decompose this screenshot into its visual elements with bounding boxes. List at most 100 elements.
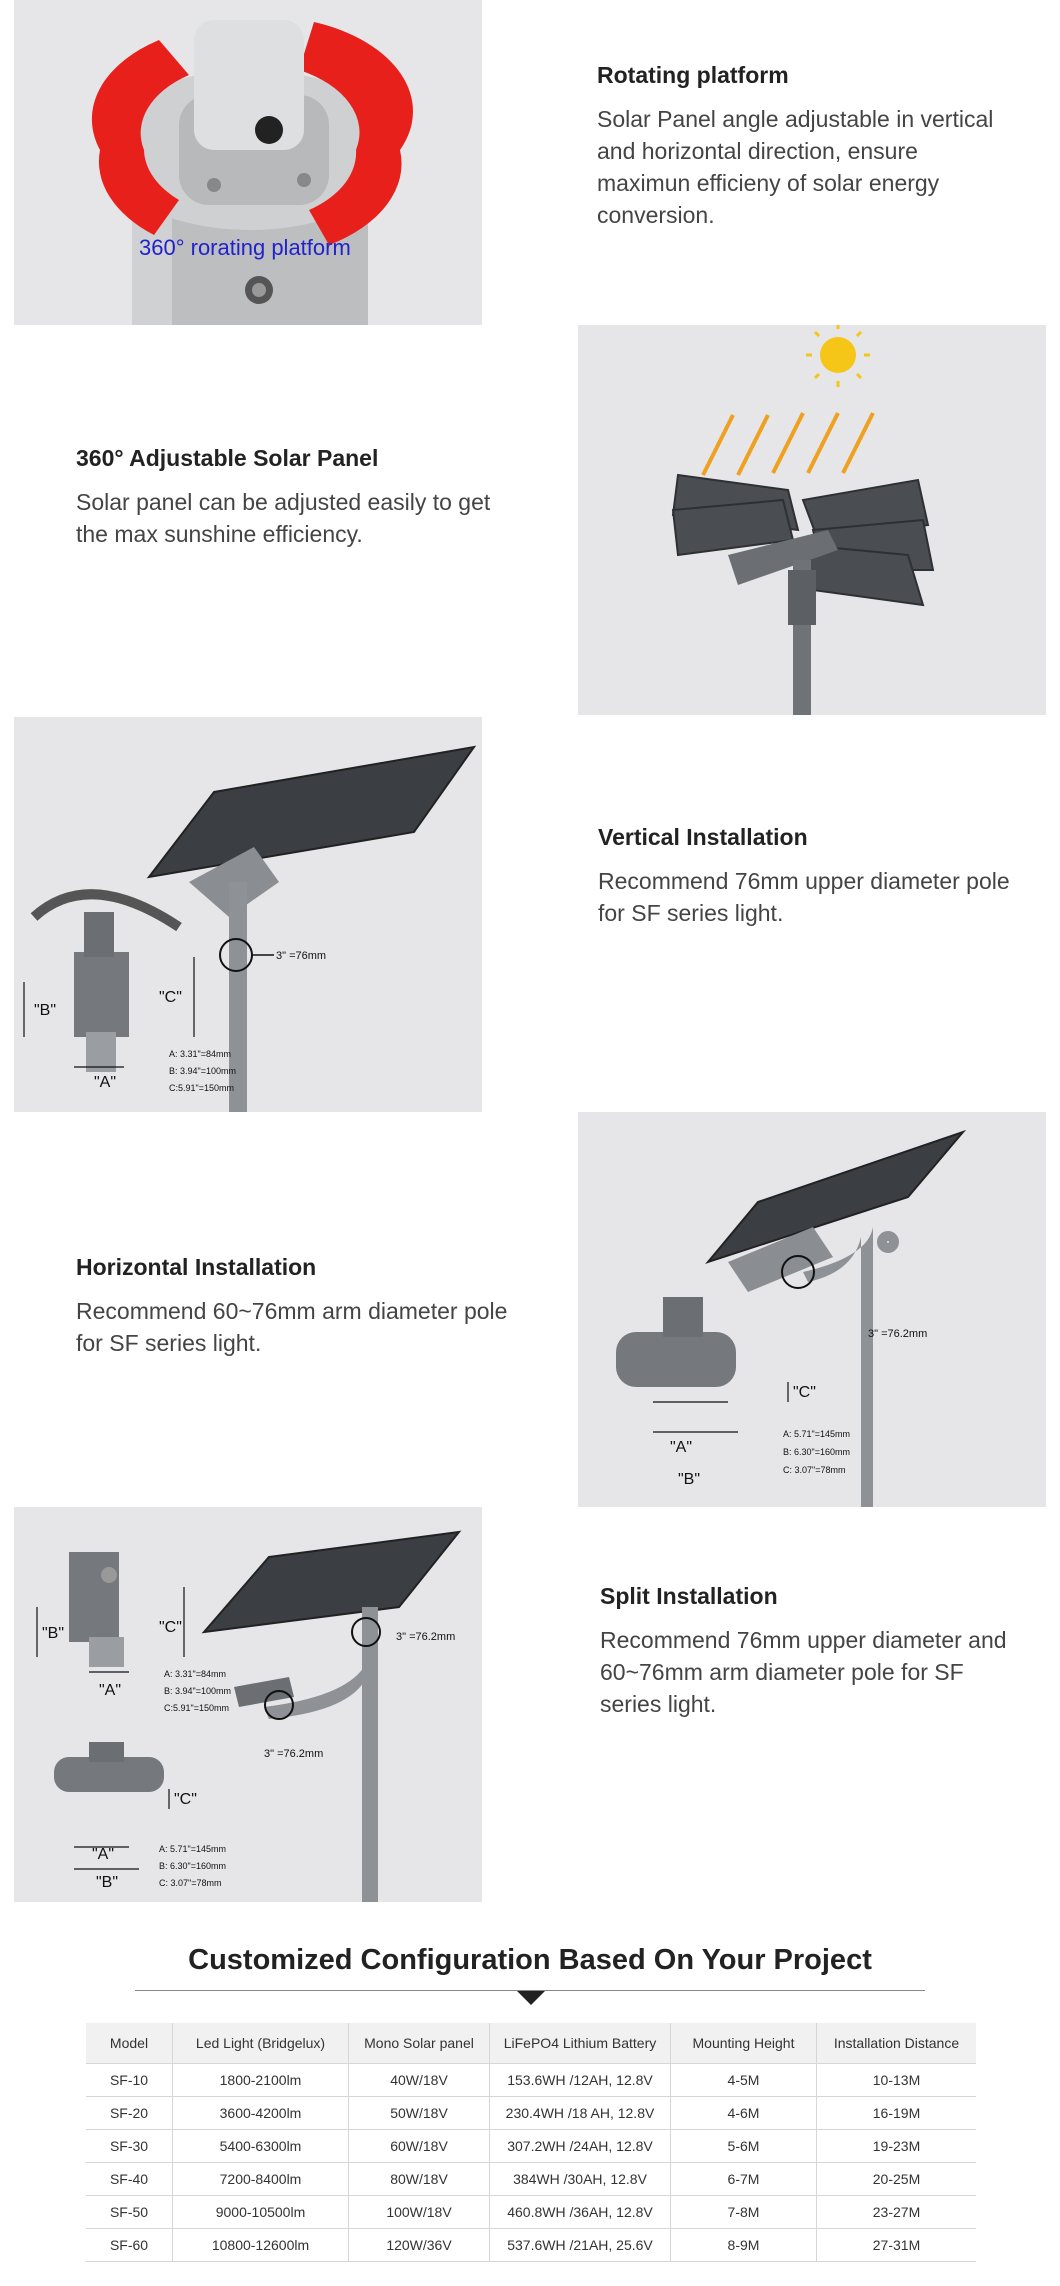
header-mounting-height: Mounting Height bbox=[670, 2023, 817, 2064]
horizontal-installation-image: 3" =76.2mm "C" "A" "B" A: 5.71"=145mm B:… bbox=[578, 1112, 1046, 1507]
cell-solar-panel: 120W/36V bbox=[348, 2228, 490, 2262]
split-pole-top-label: 3" =76.2mm bbox=[396, 1631, 455, 1643]
cell-model: SF-40 bbox=[86, 2162, 173, 2196]
vertical-label-c: "C" bbox=[159, 989, 182, 1006]
cell-mounting-height: 6-7M bbox=[670, 2162, 817, 2196]
cell-solar-panel: 40W/18V bbox=[348, 2063, 490, 2097]
horizontal-installation-description: Recommend 60~76mm arm diameter pole for … bbox=[76, 1298, 508, 1356]
horizontal-dim-b: B: 6.30"=160mm bbox=[783, 1447, 850, 1457]
adjustable-panel-description: Solar panel can be adjusted easily to ge… bbox=[76, 489, 491, 547]
cell-installation-distance: 23-27M bbox=[816, 2195, 976, 2229]
horizontal-label-a: "A" bbox=[670, 1439, 692, 1456]
cell-installation-distance: 10-13M bbox=[816, 2063, 976, 2097]
horizontal-installation-heading: Horizontal Installation bbox=[76, 1254, 317, 1280]
vertical-installation-illustration: 3" =76mm "B" "C" "A" A: 3.31"=84mm B: 3.… bbox=[14, 717, 482, 1112]
cell-solar-panel: 80W/18V bbox=[348, 2162, 490, 2196]
split-installation-heading: Split Installation bbox=[600, 1583, 778, 1609]
vertical-installation-heading: Vertical Installation bbox=[598, 824, 808, 850]
split-installation-image: 3" =76.2mm 3" =76.2mm "B" "C" "A" A: 3.3… bbox=[14, 1507, 482, 1902]
split-installation-illustration: 3" =76.2mm 3" =76.2mm "B" "C" "A" A: 3.3… bbox=[14, 1507, 482, 1902]
cell-installation-distance: 16-19M bbox=[816, 2096, 976, 2130]
horizontal-installation-illustration: 3" =76.2mm "C" "A" "B" A: 5.71"=145mm B:… bbox=[578, 1112, 1046, 1507]
adjustable-panel-image bbox=[578, 325, 1046, 715]
cell-mounting-height: 8-9M bbox=[670, 2228, 817, 2262]
rotating-platform-caption: 360° rorating platform bbox=[139, 235, 351, 260]
cell-mounting-height: 7-8M bbox=[670, 2195, 817, 2229]
table-row: SF-10 1800-2100lm 40W/18V 153.6WH /12AH,… bbox=[86, 2063, 976, 2097]
cell-battery: 537.6WH /21AH, 25.6V bbox=[489, 2228, 671, 2262]
vertical-pole-label: 3" =76mm bbox=[276, 950, 326, 962]
table-row: SF-20 3600-4200lm 50W/18V 230.4WH /18 AH… bbox=[86, 2096, 976, 2130]
vertical-dim-a: A: 3.31"=84mm bbox=[169, 1049, 231, 1059]
cell-model: SF-50 bbox=[86, 2195, 173, 2229]
config-table: Model Led Light (Bridgelux) Mono Solar p… bbox=[86, 2023, 976, 2262]
cell-mounting-height: 4-5M bbox=[670, 2063, 817, 2097]
table-row: SF-40 7200-8400lm 80W/18V 384WH /30AH, 1… bbox=[86, 2162, 976, 2196]
header-solar-panel: Mono Solar panel bbox=[348, 2023, 490, 2064]
split-dim-b2: B: 6.30"=160mm bbox=[159, 1861, 226, 1871]
sun-rays bbox=[701, 412, 875, 476]
table-row: SF-50 9000-10500lm 100W/18V 460.8WH /36A… bbox=[86, 2195, 976, 2229]
cell-installation-distance: 20-25M bbox=[816, 2162, 976, 2196]
cell-model: SF-30 bbox=[86, 2129, 173, 2163]
cell-battery: 384WH /30AH, 12.8V bbox=[489, 2162, 671, 2196]
cell-model: SF-10 bbox=[86, 2063, 173, 2097]
cell-battery: 230.4WH /18 AH, 12.8V bbox=[489, 2096, 671, 2130]
cell-mounting-height: 4-6M bbox=[670, 2096, 817, 2130]
rotating-platform-image: 360° rorating platform bbox=[14, 0, 482, 325]
split-dim-a2: A: 5.71"=145mm bbox=[159, 1844, 226, 1854]
split-installation-text: Split Installation Recommend 76mm upper … bbox=[600, 1583, 1020, 1720]
cell-installation-distance: 27-31M bbox=[816, 2228, 976, 2262]
table-row: SF-30 5400-6300lm 60W/18V 307.2WH /24AH,… bbox=[86, 2129, 976, 2163]
cell-led-light: 3600-4200lm bbox=[172, 2096, 349, 2130]
cell-model: SF-20 bbox=[86, 2096, 173, 2130]
vertical-dim-c: C:5.91"=150mm bbox=[169, 1083, 234, 1093]
cell-installation-distance: 19-23M bbox=[816, 2129, 976, 2163]
cell-solar-panel: 60W/18V bbox=[348, 2129, 490, 2163]
split-dim-c: C:5.91"=150mm bbox=[164, 1703, 229, 1713]
split-dim-c2: C: 3.07"=78mm bbox=[159, 1878, 221, 1888]
split-pole-arm-label: 3" =76.2mm bbox=[264, 1748, 323, 1760]
cell-led-light: 5400-6300lm bbox=[172, 2129, 349, 2163]
vertical-installation-image: 3" =76mm "B" "C" "A" A: 3.31"=84mm B: 3.… bbox=[14, 717, 482, 1112]
cell-led-light: 9000-10500lm bbox=[172, 2195, 349, 2229]
split-dim-b: B: 3.94"=100mm bbox=[164, 1686, 231, 1696]
cell-led-light: 10800-12600lm bbox=[172, 2228, 349, 2262]
header-installation-distance: Installation Distance bbox=[816, 2023, 976, 2064]
horizontal-label-b: "B" bbox=[678, 1471, 700, 1488]
horizontal-label-c: "C" bbox=[793, 1384, 816, 1401]
split-label-b2: "B" bbox=[96, 1874, 118, 1891]
split-label-b: "B" bbox=[42, 1625, 64, 1642]
header-battery: LiFePO4 Lithium Battery bbox=[489, 2023, 671, 2064]
config-table-header-row: Model Led Light (Bridgelux) Mono Solar p… bbox=[86, 2023, 976, 2064]
config-divider bbox=[135, 1990, 925, 1991]
config-title: Customized Configuration Based On Your P… bbox=[188, 1944, 872, 1976]
table-row: SF-60 10800-12600lm 120W/36V 537.6WH /21… bbox=[86, 2228, 976, 2262]
cell-mounting-height: 5-6M bbox=[670, 2129, 817, 2163]
horizontal-pole-label: 3" =76.2mm bbox=[868, 1328, 927, 1340]
vertical-dim-b: B: 3.94"=100mm bbox=[169, 1066, 236, 1076]
cell-led-light: 7200-8400lm bbox=[172, 2162, 349, 2196]
horizontal-dim-c: C: 3.07"=78mm bbox=[783, 1465, 845, 1475]
rotating-platform-description: Solar Panel angle adjustable in vertical… bbox=[597, 106, 994, 228]
split-dim-a: A: 3.31"=84mm bbox=[164, 1669, 226, 1679]
split-label-a: "A" bbox=[99, 1682, 121, 1699]
cell-led-light: 1800-2100lm bbox=[172, 2063, 349, 2097]
adjustable-panel-illustration bbox=[578, 325, 1046, 715]
split-label-c2: "C" bbox=[174, 1791, 197, 1808]
adjustable-panel-heading: 360° Adjustable Solar Panel bbox=[76, 445, 379, 471]
vertical-installation-text: Vertical Installation Recommend 76mm upp… bbox=[598, 824, 1018, 929]
adjustable-panel-text: 360° Adjustable Solar Panel Solar panel … bbox=[76, 445, 516, 550]
vertical-label-b: "B" bbox=[34, 1002, 56, 1019]
rotating-platform-heading: Rotating platform bbox=[597, 62, 789, 88]
config-divider-arrow bbox=[517, 1991, 545, 2005]
cell-battery: 153.6WH /12AH, 12.8V bbox=[489, 2063, 671, 2097]
header-model: Model bbox=[86, 2023, 173, 2064]
sun-icon bbox=[806, 325, 870, 387]
cell-solar-panel: 50W/18V bbox=[348, 2096, 490, 2130]
horizontal-installation-text: Horizontal Installation Recommend 60~76m… bbox=[76, 1254, 516, 1359]
split-label-c: "C" bbox=[159, 1619, 182, 1636]
horizontal-dim-a: A: 5.71"=145mm bbox=[783, 1429, 850, 1439]
header-led-light: Led Light (Bridgelux) bbox=[172, 2023, 349, 2064]
rotating-platform-text: Rotating platform Solar Panel angle adju… bbox=[597, 62, 1017, 231]
